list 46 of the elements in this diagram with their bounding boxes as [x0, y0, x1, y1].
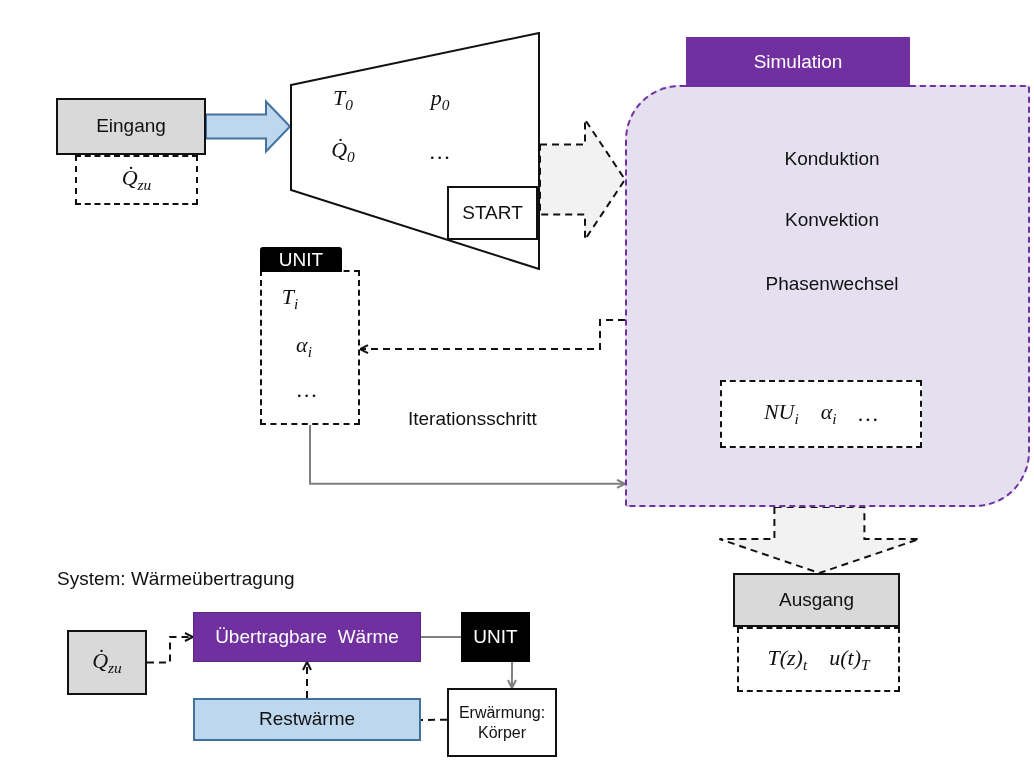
- formula: u(t)$_{T}$: [829, 644, 870, 675]
- formula: NU$_{i}$: [763, 399, 799, 429]
- node-label: Restwärme: [258, 708, 356, 731]
- heat-input-box: [67, 630, 147, 695]
- formula: α$_{i}$: [296, 332, 312, 362]
- formula: …: [430, 138, 450, 166]
- node-label: UNIT: [473, 625, 518, 649]
- formula-box: [75, 155, 198, 205]
- formula: Q̇$_{0}$: [331, 137, 355, 167]
- formula-box: [737, 627, 900, 692]
- section-heading: System: Wärmeübertragung: [57, 568, 295, 590]
- input-box: [56, 98, 206, 155]
- node-label: Konduktion: [784, 147, 880, 171]
- arrow: [309, 424, 626, 489]
- node-label: Konvektion: [785, 208, 879, 232]
- node-label: Übertragbare Wärme: [215, 625, 399, 649]
- formula: …: [858, 400, 879, 428]
- start-box: [447, 186, 538, 240]
- arrow: [302, 661, 312, 699]
- formula: p$_{0}$: [430, 85, 450, 115]
- node-label: Phasenwechsel: [765, 272, 899, 296]
- output-box: [733, 573, 900, 627]
- step-label: Iterationsschritt: [408, 408, 537, 430]
- unit-tag: UNIT: [260, 247, 342, 272]
- process-box: [193, 698, 421, 741]
- arrow: [506, 661, 517, 689]
- arrow: [359, 319, 626, 355]
- formula: Q̇$_{zu}$: [92, 647, 122, 678]
- block-arrow: [205, 99, 292, 154]
- formula: T$_{0}$: [333, 85, 353, 115]
- node-label: Ausgang: [779, 588, 854, 612]
- formula: α$_{i}$: [820, 399, 837, 429]
- arrow: [146, 632, 194, 664]
- node-label: Erwärmung: Körper: [457, 703, 547, 742]
- panel-tab: Simulation: [686, 37, 910, 87]
- result-box: [720, 380, 922, 448]
- unit-box: [461, 612, 530, 662]
- node-label: START: [462, 201, 523, 225]
- node-label: Eingang: [96, 115, 166, 138]
- formula: Q̇$_{zu}$: [121, 165, 152, 195]
- block-arrow: [718, 506, 921, 575]
- formula: …: [297, 376, 317, 404]
- formula: T$_{i}$: [281, 284, 299, 314]
- process-box: [447, 688, 557, 757]
- formula: T(z)$_{t}$: [767, 644, 808, 675]
- process-box: [193, 612, 421, 662]
